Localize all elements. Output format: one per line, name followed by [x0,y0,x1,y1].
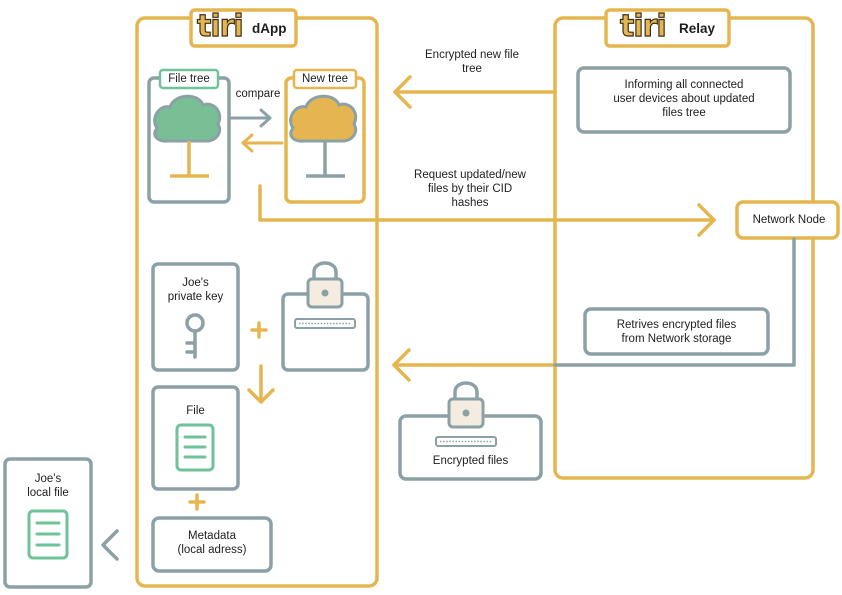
request-label: Request updated/new files by their CID h… [390,168,550,210]
private-key-line2: private key [167,291,224,303]
down-arrow [247,364,275,404]
local-file-text: Joe's local file [5,472,91,500]
relay-inform-line1: Informing all connected [624,79,744,91]
key-icon [185,313,205,359]
metadata-line1: Metadata [188,530,236,542]
request-arrow [258,184,716,237]
retrieve-line2: from Network storage [621,333,732,345]
retrieve-line1: Retrives encrypted files [616,319,737,331]
relay-logo-box [604,8,731,48]
private-key-text: Joe's private key [153,276,238,304]
retrieve-text: Retrives encrypted files from Network st… [587,318,766,346]
network-node-box [735,200,840,240]
lock-icon [294,261,356,329]
network-node-label: Network Node [752,214,826,226]
metadata-box [151,516,273,573]
lock-icon [435,381,497,447]
compare-arrow [229,108,272,128]
retrieve-box [583,307,770,356]
relay-inform-line2: user devices about updated [613,93,755,105]
plus-sign [188,493,206,511]
encrypted-files-label: Encrypted files [432,455,509,467]
private-key-box [151,262,240,372]
metadata-line2: (local adress) [177,544,247,556]
local-file-line1: Joe's [34,473,62,485]
new-tree-tab [292,68,358,90]
local-file-arrowhead [101,529,119,561]
file-label: File [186,405,205,417]
encrypted-tree-arrow [393,75,557,109]
local-file-box [3,457,93,589]
return-arrow [241,133,284,153]
relay-logo: tiri [619,9,667,44]
request-line2: files by their CID [427,183,513,195]
file-tree-label: File tree [168,73,210,85]
relay-inform-box [576,66,792,134]
compare-label: compare [235,88,281,100]
relay-title: Relay [679,21,716,36]
plus-sign [250,321,268,339]
retrieve-arrow [392,348,557,382]
file-box [151,385,240,491]
request-line1: Request updated/new [414,169,526,181]
new-tree-label: New tree [301,73,349,85]
file-tree-tab [158,68,220,90]
encrypted-tree-line2: tree [462,63,482,75]
tree-icon [153,94,222,178]
document-icon [27,509,69,560]
retrieve-line-slate [553,237,796,367]
relay-inform-text: Informing all connected user devices abo… [580,78,788,120]
document-icon [175,423,215,472]
dapp-title: dApp [252,21,287,36]
private-key-line1: Joe's [182,277,209,289]
tree-icon [289,94,358,178]
request-line3: hashes [451,197,489,209]
encrypted-tree-line1: Encrypted new file [425,49,519,61]
metadata-text: Metadata (local adress) [153,529,271,557]
relay-inform-line3: files tree [662,107,706,119]
dapp-logo: tiri [196,9,244,44]
dapp-logo-box [189,8,298,48]
encrypted-tree-label: Encrypted new file tree [402,48,542,76]
local-file-line2: local file [27,487,69,499]
